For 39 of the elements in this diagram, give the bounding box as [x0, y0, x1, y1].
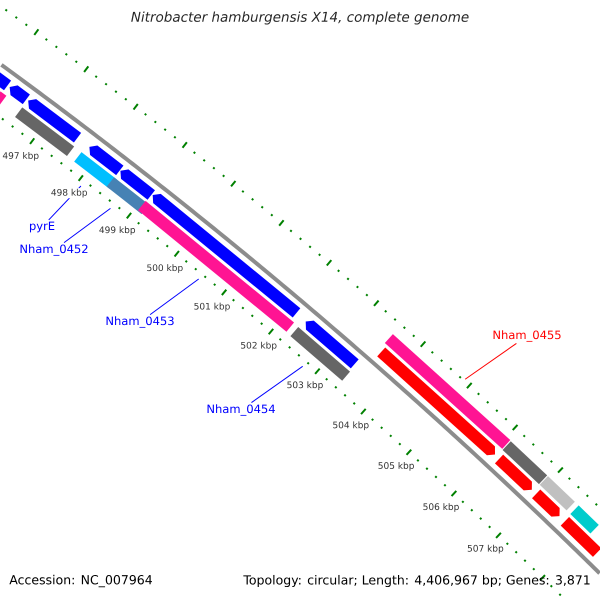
genome-info-text: Topology: circular; Length: 4,406,967 bp; Genes: 3,871	[243, 574, 590, 588]
gene-label: Nham_0453	[106, 316, 174, 328]
gene-segment	[89, 145, 124, 176]
gene-block	[560, 516, 600, 557]
title: Nitrobacter hamburgensis X14, complete genome	[131, 11, 469, 25]
tick-label: 498 kbp	[50, 188, 88, 198]
tick-label: 505 kbp	[377, 461, 416, 472]
tick-label: 502 kbp	[240, 341, 278, 352]
gene-label: Nham_0455	[494, 330, 561, 342]
gene-segment	[28, 99, 82, 143]
gene-label: Nham_0452	[20, 244, 88, 256]
gene-segment	[120, 169, 155, 200]
gene-segment	[10, 85, 30, 104]
gene-segment	[377, 347, 496, 456]
tick-label: 497 kbp	[2, 151, 40, 162]
tick-label: 503 kbp	[286, 380, 324, 391]
accession-text: Accession: NC_007964	[9, 574, 152, 588]
gene-segment	[532, 490, 560, 517]
tick-label: 504 kbp	[332, 420, 370, 431]
gene-block	[290, 327, 350, 381]
tick-label: 499 kbp	[98, 226, 136, 236]
gene-block	[570, 505, 599, 534]
tick-label: 501 kbp	[192, 302, 232, 312]
leader-line	[250, 366, 304, 404]
gene-block	[540, 476, 575, 510]
gene-segment	[0, 72, 12, 90]
gene-segment	[306, 320, 359, 368]
leader-line	[464, 342, 517, 380]
leader-line	[150, 278, 200, 316]
tick-label: 500 kbp	[146, 263, 184, 274]
gene-label: pyrE	[30, 222, 54, 232]
gene-segment	[494, 454, 532, 490]
gene-block	[0, 91, 6, 106]
gene-block	[74, 152, 117, 190]
tick-label: 507 kbp	[466, 544, 504, 554]
tick-label: 506 kbp	[422, 502, 460, 513]
leader-line	[64, 208, 111, 244]
gene-block	[502, 441, 548, 484]
gene-label: Nham_0454	[208, 404, 275, 416]
